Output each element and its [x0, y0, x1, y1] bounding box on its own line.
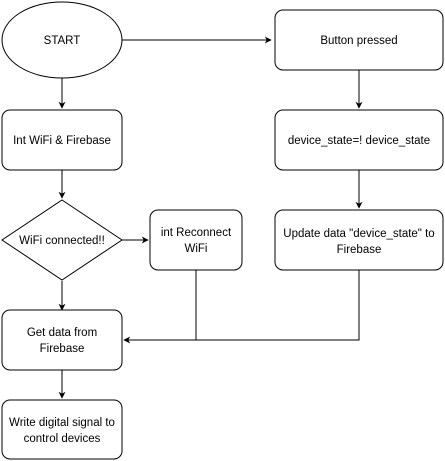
update-data-box [274, 209, 444, 271]
node-button-pressed: Button pressed [274, 9, 444, 71]
write-signal-line1: Write digital signal to [9, 417, 115, 429]
node-init-wifi-firebase: Int WiFi & Firebase [1, 109, 123, 171]
write-signal-line2: control devices [24, 433, 101, 445]
reconnect-wifi-box [149, 209, 243, 271]
get-data-line1: Get data from [27, 327, 97, 339]
button-pressed-label: Button pressed [320, 35, 397, 47]
init-wifi-box [1, 109, 123, 171]
wifi-connected-diamond [1, 199, 123, 281]
button-pressed-box [274, 9, 444, 71]
toggle-state-box [274, 109, 444, 171]
get-data-line2: Firebase [40, 343, 85, 355]
node-wifi-connected: WiFi connected!! [1, 199, 123, 281]
node-reconnect-wifi: int Reconnect WiFi [149, 209, 243, 271]
node-toggle-state: device_state=! device_state [274, 109, 444, 171]
start-label: START [44, 35, 81, 47]
update-data-line2: Firebase [337, 244, 382, 256]
update-data-line1: Update data "device_state" to [283, 228, 434, 240]
node-write-signal: Write digital signal to control devices [1, 399, 123, 460]
node-get-data: Get data from Firebase [1, 309, 123, 371]
get-data-box [1, 309, 123, 371]
reconnect-wifi-line2: WiFi [185, 243, 208, 255]
node-update-data: Update data "device_state" to Firebase [274, 209, 444, 271]
toggle-state-label: device_state=! device_state [288, 135, 430, 147]
write-signal-box [1, 399, 123, 460]
init-wifi-label: Int WiFi & Firebase [13, 135, 111, 147]
edge-update-to-getdata [123, 270, 360, 344]
reconnect-wifi-line1: int Reconnect [161, 227, 232, 239]
start-ellipse [1, 1, 123, 79]
wifi-connected-label: WiFi connected!! [19, 235, 105, 247]
connectors [58, 36, 363, 399]
node-start: START [1, 1, 123, 79]
